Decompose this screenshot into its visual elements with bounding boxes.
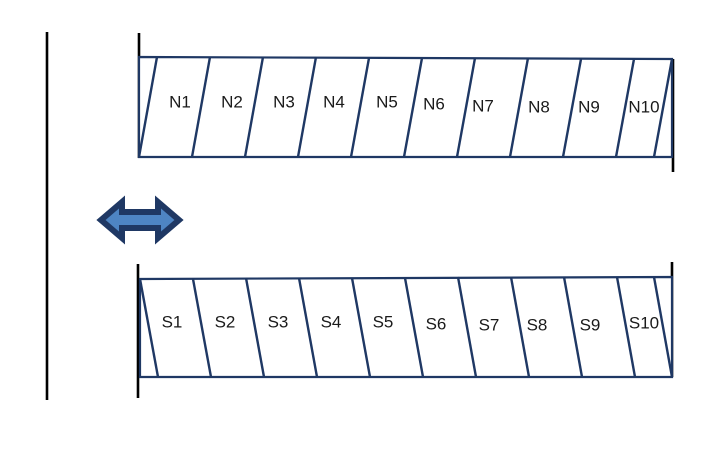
north-bay-group: N1 N2 N3 N4 N5 N6 N7 N8 N9 N10 bbox=[137, 33, 675, 172]
north-bay-dividers bbox=[137, 56, 674, 158]
south-bay-group: S1 S2 S3 S4 S5 S6 S7 S8 S9 S10 bbox=[136, 262, 674, 398]
south-bay-dividers bbox=[138, 276, 674, 378]
north-bay-outline bbox=[137, 55, 674, 159]
aisle-double-arrow bbox=[96, 195, 184, 245]
double-arrow-icon bbox=[96, 195, 184, 245]
south-bay-outline bbox=[138, 275, 674, 379]
